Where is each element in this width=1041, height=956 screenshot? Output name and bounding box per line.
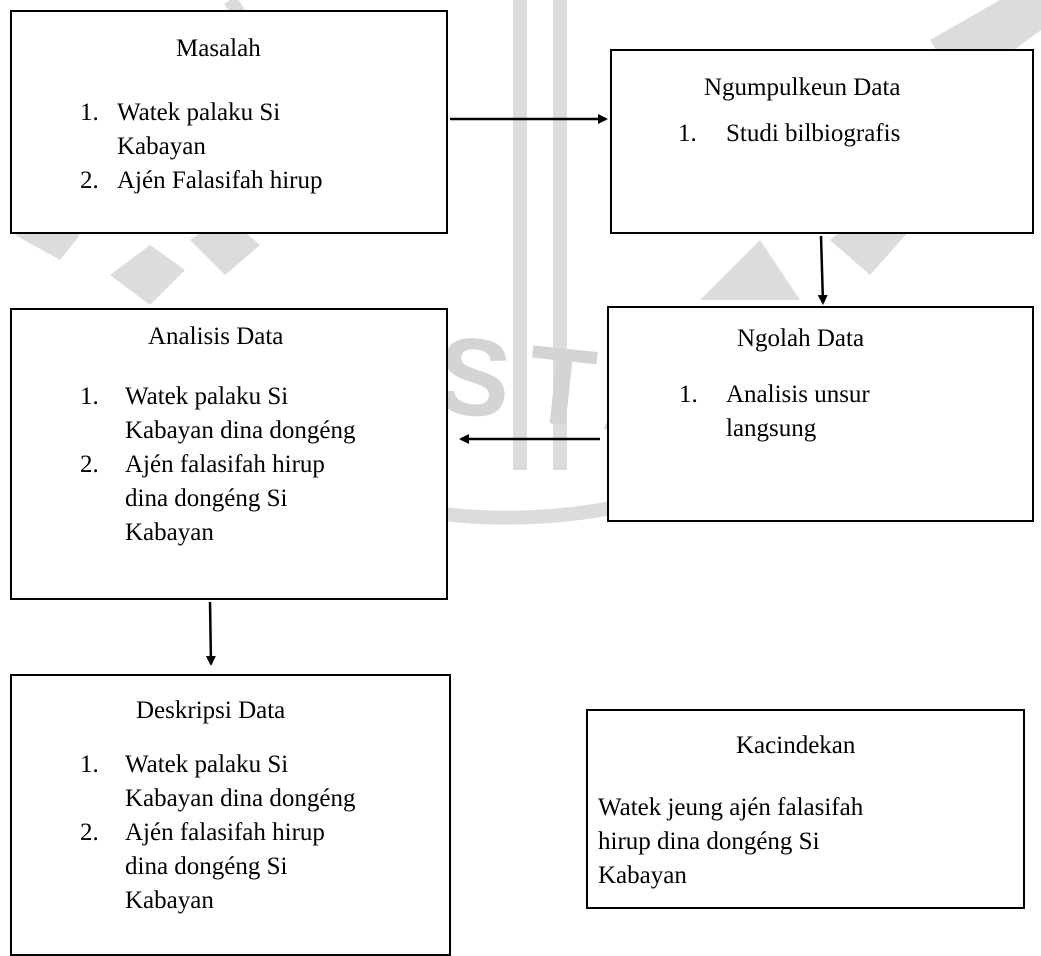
analisis-data-box: Analisis Data 1. Watek palaku Si Kabayan…: [10, 308, 448, 600]
list-item-line: Kabayan: [117, 133, 206, 160]
analisis-data-title: Analisis Data: [148, 323, 284, 350]
list-item-line: Ajén Falasifah hirup: [117, 167, 323, 194]
kacindekan-box: Kacindekan Watek jeung ajén falasifah hi…: [586, 709, 1025, 909]
kacindekan-title: Kacindekan: [736, 732, 856, 759]
arrow-ngumpulkeun-to-ngolah: [817, 235, 828, 305]
list-number: 1.: [678, 120, 697, 147]
list-number: 2.: [80, 819, 99, 846]
watermark-arc: [110, 245, 185, 305]
list-item-line: Kabayan dina dongéng: [125, 417, 356, 444]
ngolah-data-title: Ngolah Data: [737, 325, 865, 352]
list-item-line: Studi bilbiografis: [726, 120, 901, 147]
watermark-arc: [700, 240, 800, 300]
list-number: 1.: [80, 99, 99, 126]
list-item-line: dina dongéng Si: [125, 853, 288, 880]
arrow-analisis-to-deskripsi: [205, 601, 216, 666]
list-item-line: Kabayan: [125, 887, 214, 914]
kacindekan-line: hirup dina dongéng Si: [598, 828, 820, 855]
list-item-line: Analisis unsur: [726, 381, 870, 408]
ngumpulkeun-data-box: Ngumpulkeun Data 1. Studi bilbiografis: [610, 49, 1034, 234]
kacindekan-line: Watek jeung ajén falasifah: [598, 794, 864, 821]
list-item-line: langsung: [726, 415, 817, 442]
list-item-line: Ajén falasifah hirup: [125, 819, 325, 846]
masalah-box: Masalah 1. Watek palaku Si Kabayan 2. Aj…: [10, 10, 448, 234]
deskripsi-data-box: Deskripsi Data 1. Watek palaku Si Kabaya…: [10, 674, 451, 956]
masalah-title: Masalah: [176, 35, 261, 62]
list-item-line: Watek palaku Si: [125, 751, 289, 778]
ngumpulkeun-data-title: Ngumpulkeun Data: [704, 74, 901, 101]
kacindekan-line: Kabayan: [598, 862, 687, 889]
list-item-line: Kabayan: [125, 519, 214, 546]
deskripsi-data-title: Deskripsi Data: [136, 697, 286, 724]
list-item-line: Watek palaku Si: [125, 383, 289, 410]
list-number: 2.: [80, 451, 99, 478]
list-item-line: Watek palaku Si: [117, 99, 281, 126]
ngolah-data-box: Ngolah Data 1. Analisis unsur langsung: [607, 306, 1034, 522]
list-number: 1.: [679, 381, 698, 408]
list-item-line: Ajén falasifah hirup: [125, 451, 325, 478]
list-number: 1.: [80, 383, 99, 410]
list-item-line: Kabayan dina dongéng: [125, 785, 356, 812]
list-number: 2.: [80, 167, 99, 194]
list-number: 1.: [80, 751, 99, 778]
list-item-line: dina dongéng Si: [125, 485, 288, 512]
